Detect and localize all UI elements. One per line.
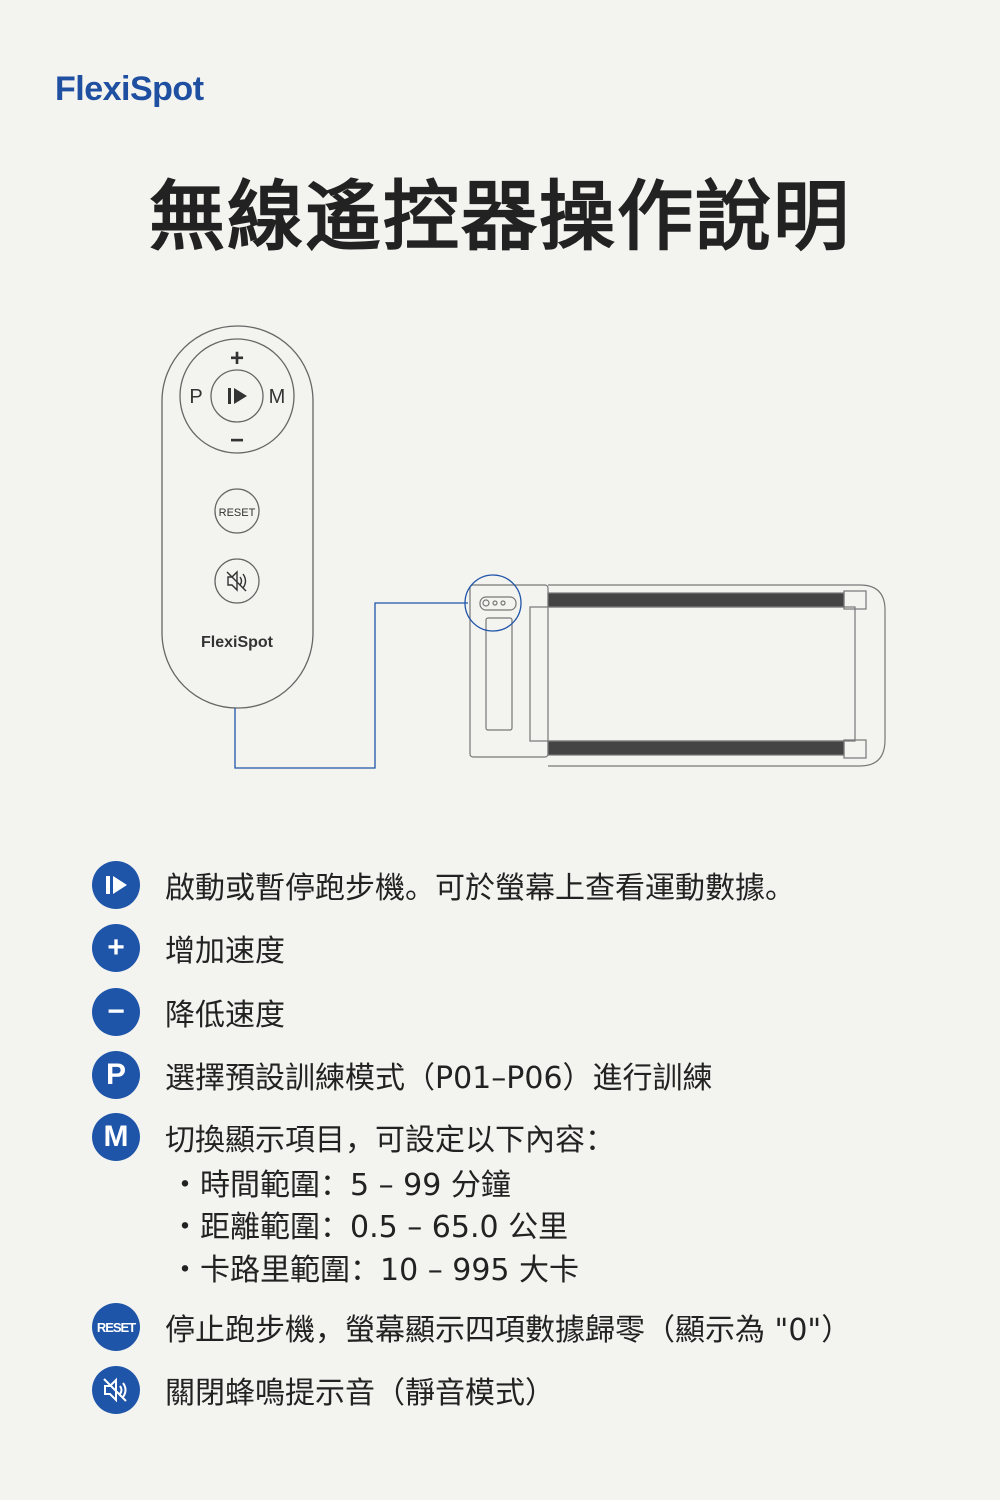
remote-minus: − [230, 427, 244, 454]
list-item: RESET 停止跑步機，螢幕顯示四項數據歸零（顯示為 "0"） [92, 1303, 851, 1351]
list-item: M 切換顯示項目，可設定以下內容： [92, 1113, 615, 1161]
reset-icon: RESET [92, 1303, 140, 1351]
item-label: 停止跑步機，螢幕顯示四項數據歸零（顯示為 "0"） [165, 1313, 852, 1348]
sub-item-distance: ・距離範圍：0.5 – 65.0 公里 [170, 1210, 569, 1245]
remote-control [161, 325, 314, 709]
remote-plus: + [230, 345, 244, 372]
remote-brand: FlexiSpot [201, 634, 274, 651]
remote-play-pause-icon [228, 388, 247, 404]
mute-icon [92, 1366, 140, 1414]
list-item: P 選擇預設訓練模式（P01–P06）進行訓練 [92, 1051, 713, 1099]
treadmill [469, 584, 886, 767]
remote-p: P [189, 386, 202, 408]
item-label: 降低速度 [165, 998, 285, 1033]
list-item: 關閉蜂鳴提示音（靜音模式） [92, 1366, 555, 1414]
p-icon: P [92, 1051, 140, 1099]
play-pause-icon [92, 861, 140, 909]
remote-mute-icon [226, 570, 247, 592]
item-label: 切換顯示項目，可設定以下內容： [165, 1123, 615, 1158]
plus-icon: + [92, 924, 140, 972]
list-item: − 降低速度 [92, 988, 285, 1036]
m-icon: M [92, 1113, 140, 1161]
remote-reset: RESET [219, 507, 256, 519]
item-label: 增加速度 [165, 934, 285, 969]
console-highlight-circle [464, 574, 522, 632]
remote-treadmill-diagram: + − P M RESET FlexiSpot [161, 325, 886, 769]
sub-item-calories: ・卡路里範圍：10 – 995 大卡 [170, 1253, 580, 1288]
brand-logo: FlexiSpot [55, 70, 204, 108]
page-title: 無線遙控器操作說明 [149, 172, 851, 261]
item-label: 啟動或暫停跑步機。可於螢幕上查看運動數據。 [165, 871, 795, 906]
item-label: 選擇預設訓練模式（P01–P06）進行訓練 [165, 1061, 713, 1096]
connector-line [234, 602, 468, 769]
sub-item-time: ・時間範圍：5 – 99 分鐘 [170, 1168, 511, 1203]
remote-m: M [269, 386, 286, 408]
minus-icon: − [92, 988, 140, 1036]
list-item: 啟動或暫停跑步機。可於螢幕上查看運動數據。 [92, 861, 795, 909]
item-label: 關閉蜂鳴提示音（靜音模式） [165, 1376, 555, 1411]
list-item: + 增加速度 [92, 924, 285, 972]
